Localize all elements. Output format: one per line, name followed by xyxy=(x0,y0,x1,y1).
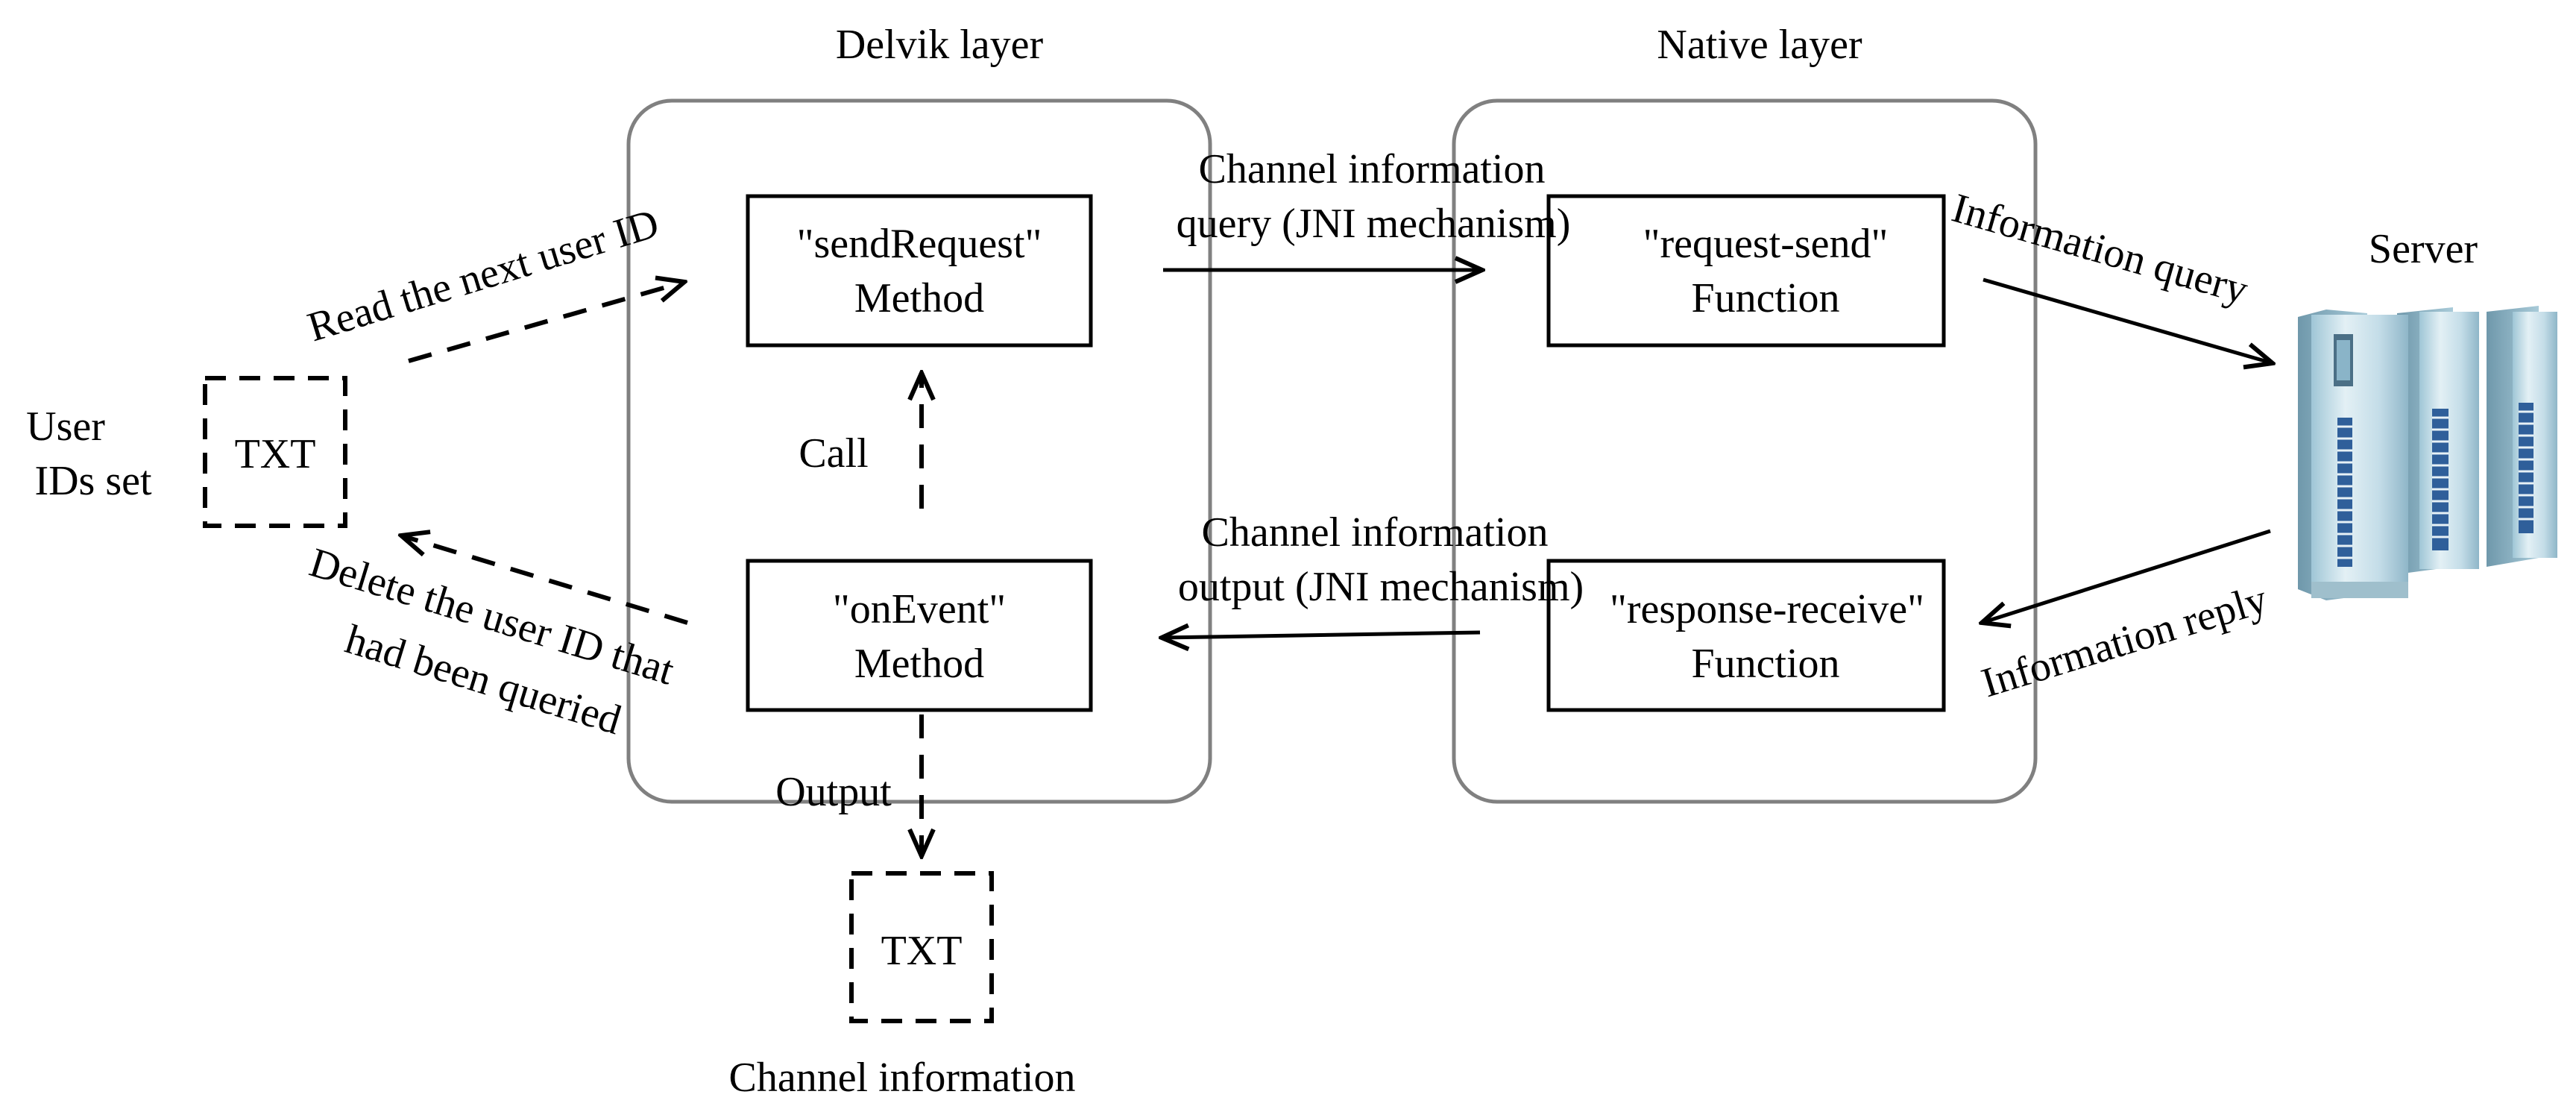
response-receive-function-box xyxy=(1546,559,1946,712)
native-layer-title: Native layer xyxy=(1657,22,1862,68)
on-event-method-box xyxy=(746,559,1093,712)
channel-info-caption: Channel information xyxy=(728,1055,1075,1101)
query-jni-label-line2: query (JNI mechanism) xyxy=(1177,201,1571,247)
output-jni-label-line2: output (JNI mechanism) xyxy=(1178,564,1584,610)
on-event-method-kind: Method xyxy=(854,641,984,687)
server-label: Server xyxy=(2369,226,2478,272)
output-jni-label-line1: Channel information xyxy=(1201,509,1548,556)
channel-info-file-box xyxy=(849,871,994,1023)
user-ids-label-line2: IDs set xyxy=(34,458,152,504)
user-ids-label-line1: User xyxy=(26,403,105,450)
information-reply-label: Information reply xyxy=(1977,576,2273,706)
delvik-layer-title: Delvik layer xyxy=(836,22,1044,68)
on-event-method-name: "onEvent" xyxy=(833,586,1006,632)
user-ids-file-box xyxy=(203,376,347,528)
read-next-user-id-arrow xyxy=(408,282,684,363)
delete-user-id-arrow xyxy=(401,535,688,625)
response-receive-function-kind: Function xyxy=(1691,641,1839,687)
information-reply-arrow xyxy=(1982,529,2271,623)
send-request-method-name: "sendRequest" xyxy=(797,221,1042,267)
output-label: Output xyxy=(775,769,892,815)
request-send-function-kind: Function xyxy=(1691,275,1839,321)
send-request-method-kind: Method xyxy=(854,275,984,321)
server-icon xyxy=(2298,306,2557,600)
request-send-function-box xyxy=(1546,194,1946,348)
user-ids-file-label: TXT xyxy=(235,431,316,477)
send-request-method-box xyxy=(746,194,1093,348)
call-label: Call xyxy=(799,430,868,477)
information-query-arrow xyxy=(1983,277,2273,363)
output-jni-arrow xyxy=(1162,632,1481,638)
response-receive-function-name: "response-receive" xyxy=(1610,586,1924,632)
native-layer-container xyxy=(1452,98,2038,804)
read-next-user-id-label: Read the next user ID xyxy=(303,200,664,351)
query-jni-label-line1: Channel information xyxy=(1198,146,1545,192)
information-query-label: Information query xyxy=(1947,185,2252,313)
request-send-function-name: "request-send" xyxy=(1643,221,1889,267)
channel-info-file-label: TXT xyxy=(881,928,963,974)
